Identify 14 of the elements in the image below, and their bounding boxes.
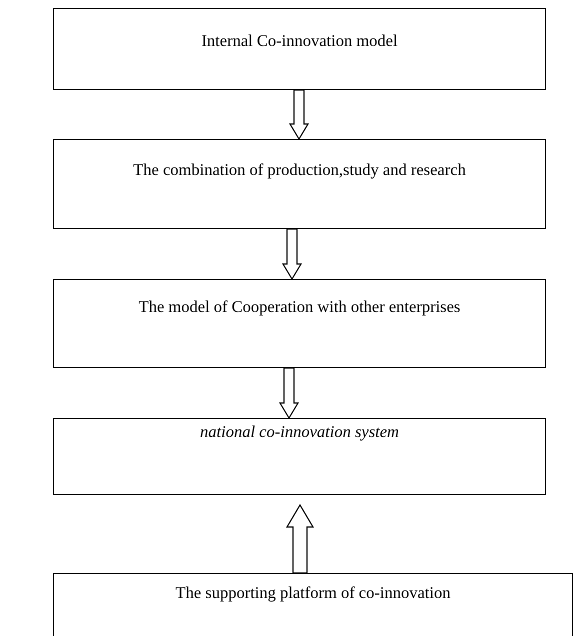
block-arrow — [278, 367, 300, 420]
process-box — [53, 418, 546, 495]
process-box — [53, 8, 546, 90]
block-arrow — [286, 504, 314, 574]
box-label: The model of Cooperation with other enterprises — [138, 297, 462, 317]
block-arrow — [288, 89, 310, 140]
box-label: The supporting platform of co-innovation — [174, 583, 452, 603]
box-label: The combination of production,study and research — [132, 160, 467, 180]
box-label: national co-innovation system — [199, 422, 400, 442]
process-box — [53, 573, 573, 636]
block-arrow — [282, 228, 302, 280]
box-label: Internal Co-innovation model — [200, 31, 399, 51]
process-box — [53, 279, 546, 368]
process-box — [53, 139, 546, 229]
